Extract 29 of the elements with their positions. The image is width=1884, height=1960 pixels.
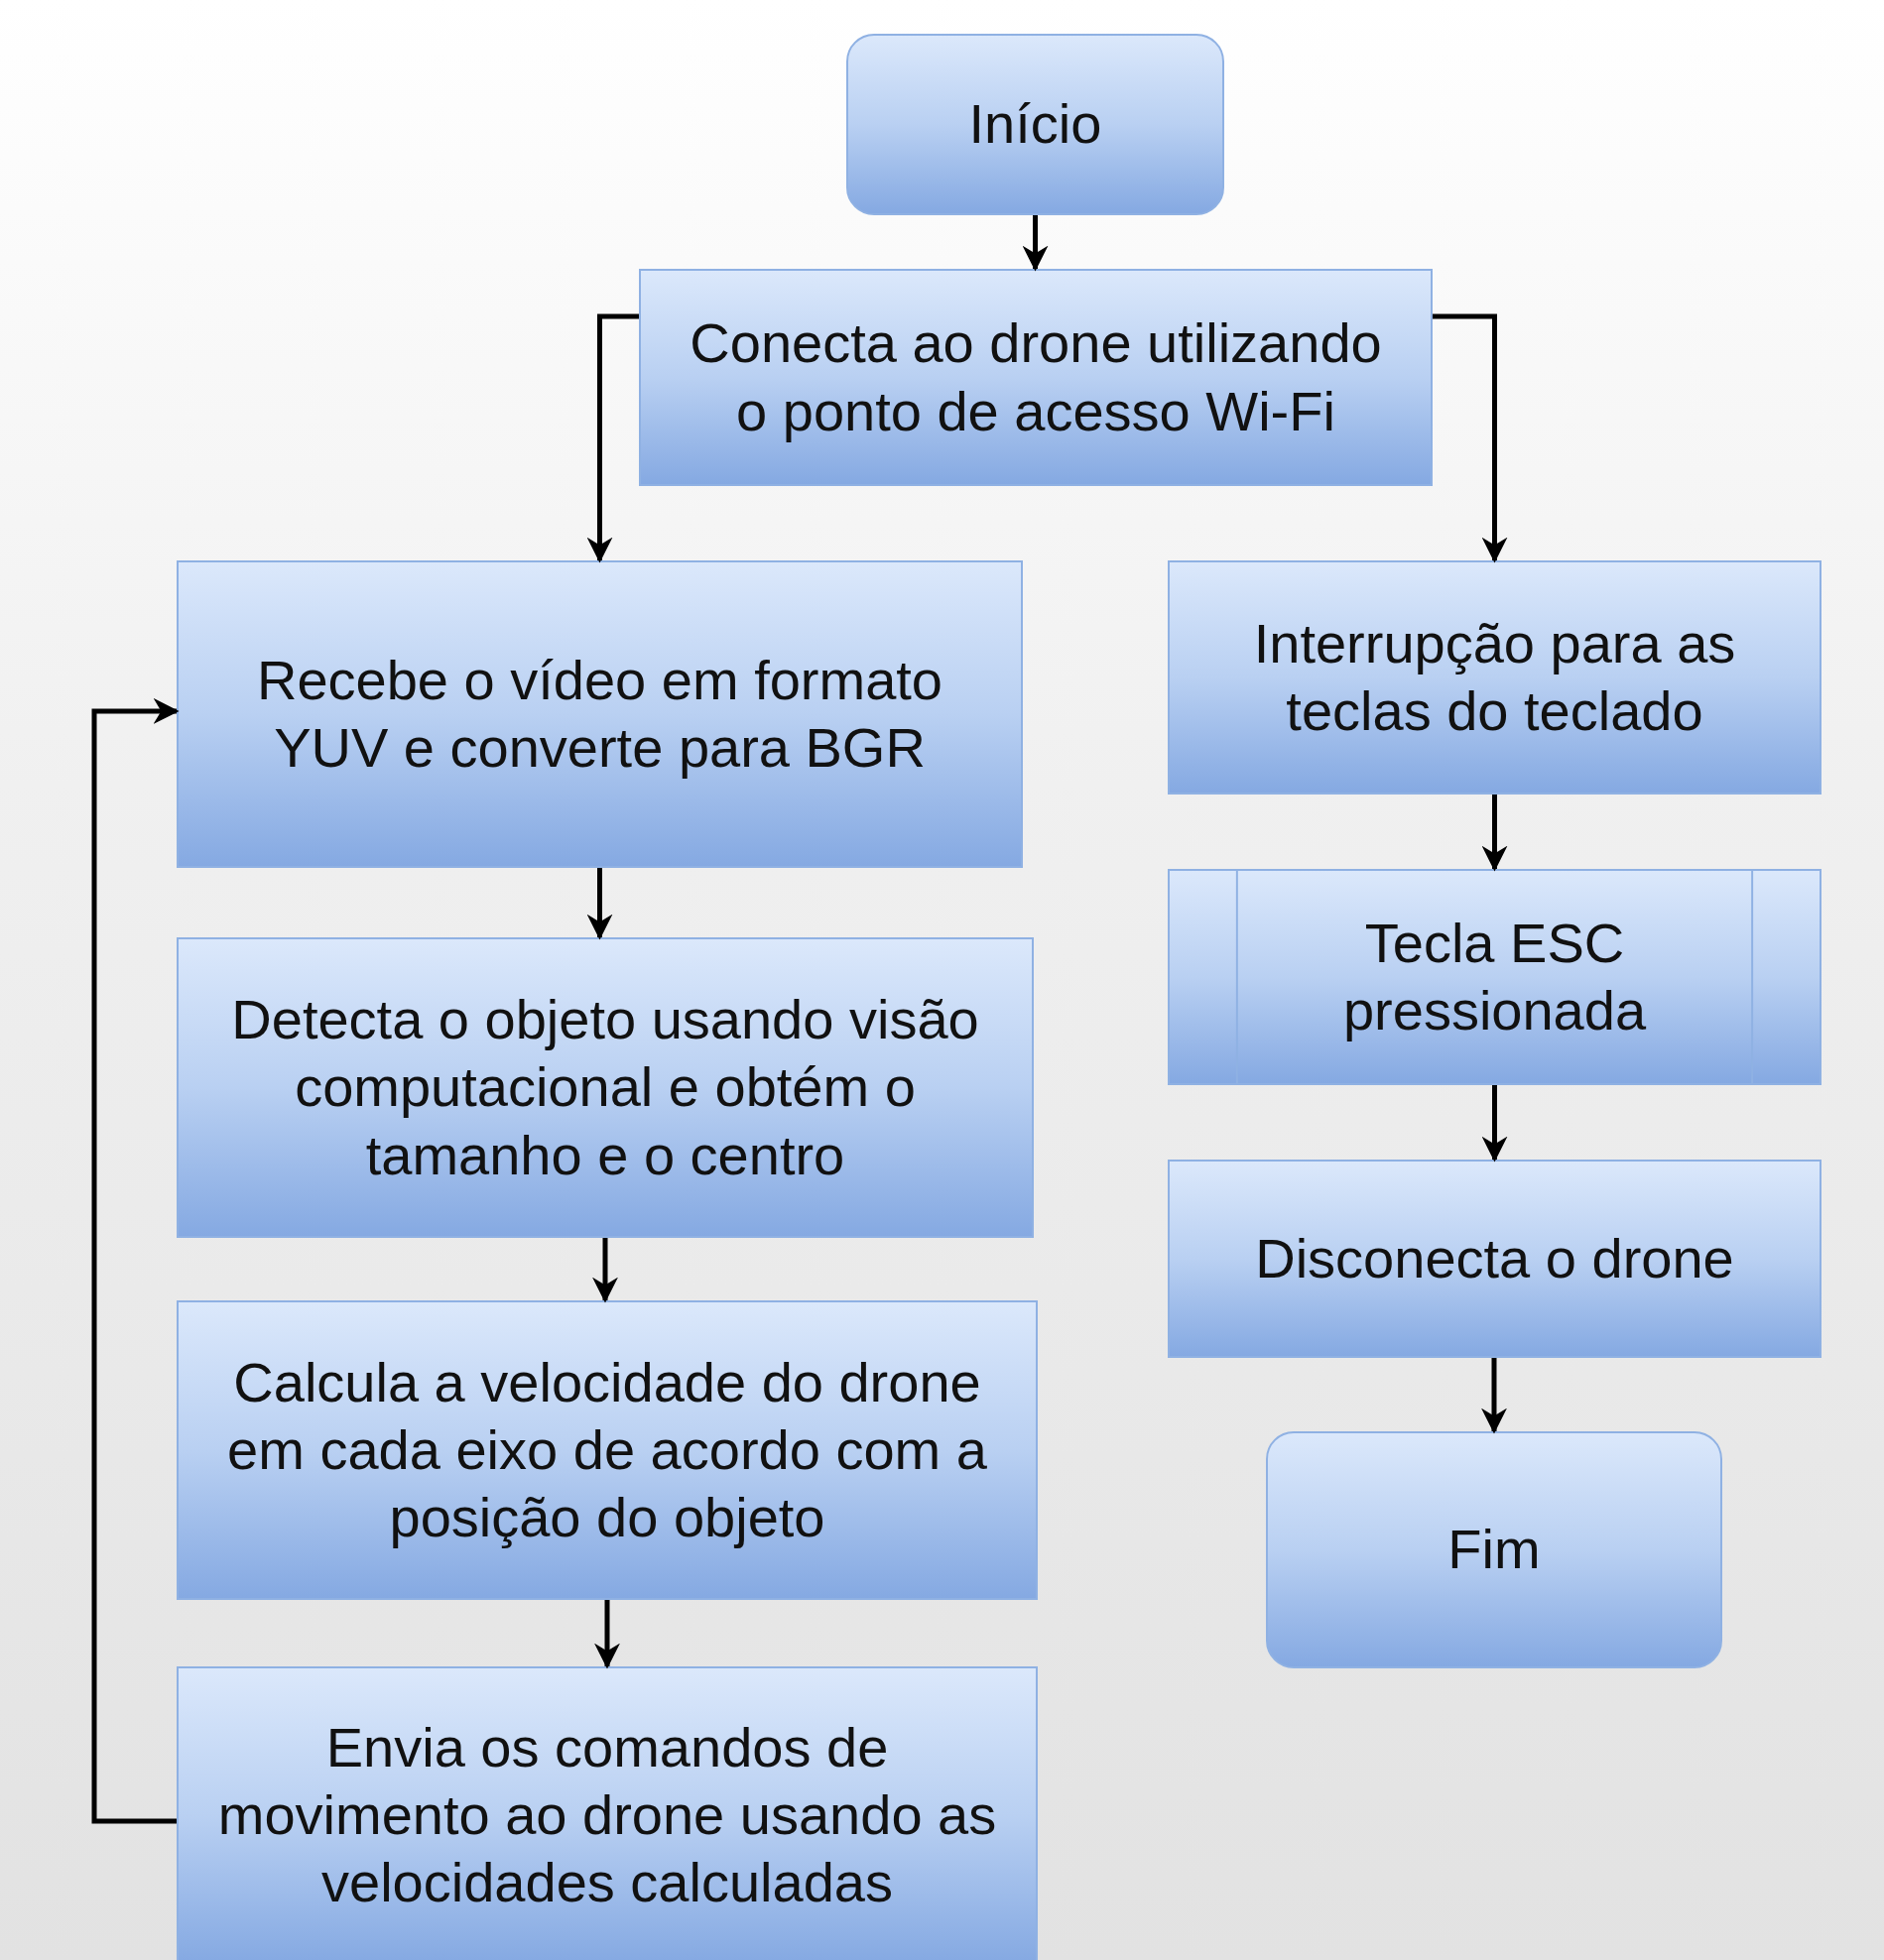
node-label: Envia os comandos de movimento ao drone usando as velocidades calculadas	[216, 1714, 998, 1916]
process-box	[177, 1666, 1038, 1960]
terminal-box	[846, 34, 1224, 215]
subprocess-box	[1168, 869, 1821, 1085]
arrow	[1481, 1358, 1507, 1434]
node-label: Detecta o objeto usando visão computacional e obtém o tamanho e o centro	[230, 987, 980, 1188]
arrow	[586, 313, 639, 563]
arrow	[592, 1238, 618, 1303]
arrow	[1433, 313, 1508, 563]
node-label: Disconecta o drone	[1255, 1225, 1734, 1291]
arrow	[586, 868, 613, 940]
node-label: Calcula a velocidade do drone em cada eixo de acordo com a posição do objeto	[226, 1349, 988, 1551]
node-label: Conecta ao drone utilizando o ponto de acesso Wi-Fi	[689, 310, 1383, 444]
process-box	[177, 1300, 1038, 1600]
arrow	[1481, 795, 1508, 872]
arrow	[1481, 1085, 1508, 1163]
arrow	[594, 1600, 620, 1669]
process-box	[639, 269, 1433, 486]
node-label: Fim	[1447, 1517, 1541, 1583]
node-label: Início	[968, 91, 1102, 158]
process-box	[177, 937, 1034, 1238]
node-label: Interrupção para as teclas do teclado	[1252, 610, 1737, 744]
process-box	[1168, 1160, 1821, 1358]
process-box	[1168, 560, 1821, 795]
process-box	[177, 560, 1023, 868]
node-label: Recebe o vídeo em formato YUV e converte para BGR	[256, 647, 943, 781]
arrow	[1022, 215, 1049, 272]
node-label: Tecla ESC pressionada	[1341, 910, 1648, 1043]
terminal-box	[1266, 1431, 1722, 1668]
